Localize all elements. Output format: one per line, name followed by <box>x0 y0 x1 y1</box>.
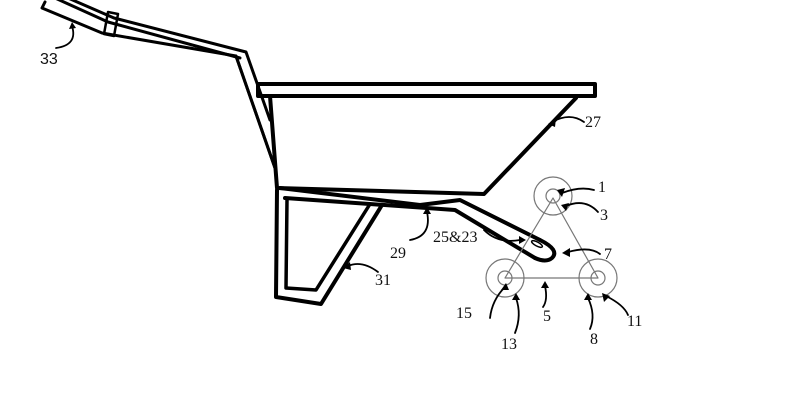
label-15: 15 <box>456 305 472 322</box>
wheel-top-1 <box>533 176 573 216</box>
label-8: 8 <box>590 331 598 348</box>
tray-body-27 <box>268 94 578 196</box>
leg-stand-31 <box>274 188 384 306</box>
tray-rim <box>256 82 597 98</box>
label-31: 31 <box>375 272 391 289</box>
label-25-23: 25&23 <box>433 229 478 246</box>
arrowheads <box>69 22 610 302</box>
label-3: 3 <box>600 207 608 224</box>
label-13: 13 <box>501 336 517 353</box>
label-7: 7 <box>604 246 612 263</box>
frame-rail-29 <box>278 186 557 263</box>
label-29: 29 <box>390 245 406 262</box>
tri-wheel-assembly <box>485 176 618 298</box>
label-11: 11 <box>627 313 643 330</box>
label-5: 5 <box>543 308 551 325</box>
wheel-right-11 <box>578 258 618 298</box>
wheel-left-15 <box>485 258 525 298</box>
label-1: 1 <box>598 179 606 196</box>
label-33: 33 <box>40 51 58 68</box>
label-27: 27 <box>585 114 601 131</box>
handle-33 <box>40 0 277 170</box>
